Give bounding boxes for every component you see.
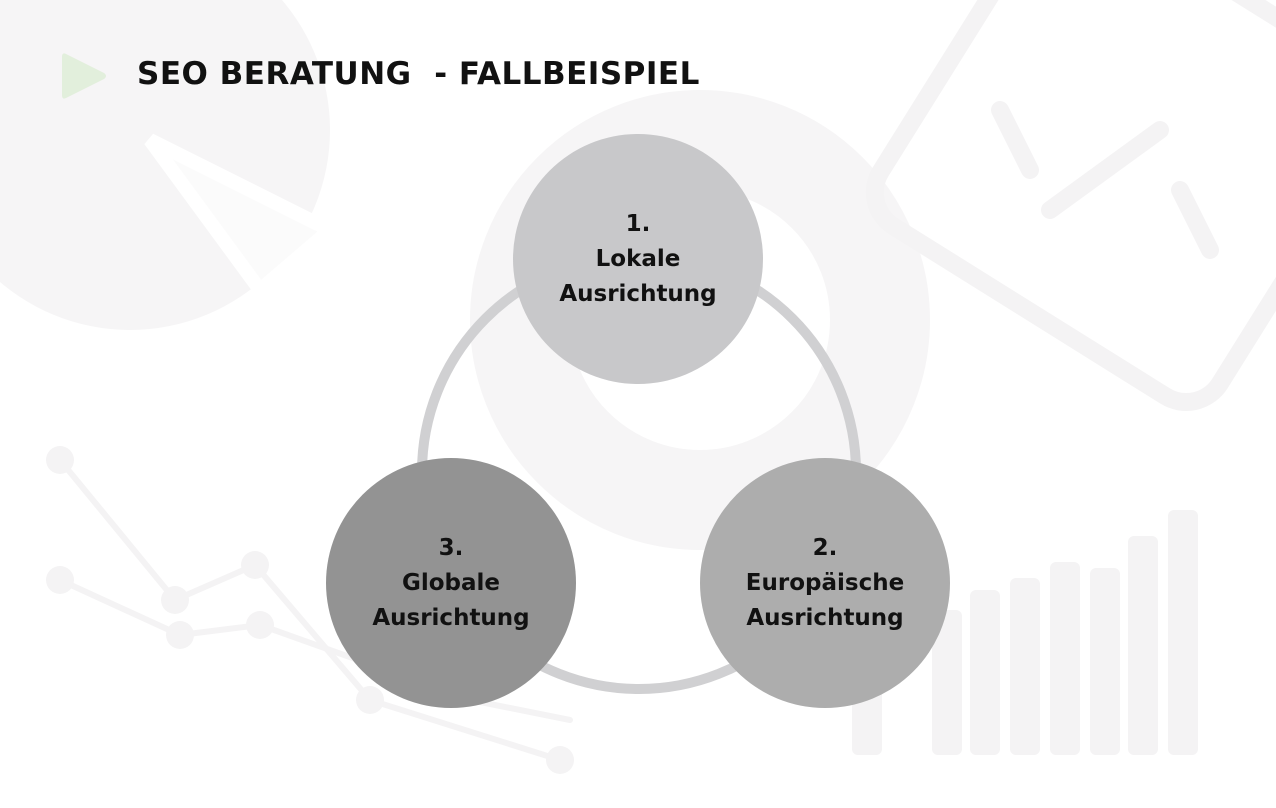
node-label: Ausrichtung: [746, 604, 904, 631]
node-globale-ausrichtung: 3. Globale Ausrichtung: [326, 458, 576, 708]
node-label: Ausrichtung: [559, 280, 717, 307]
node-europaeische-ausrichtung: 2. Europäische Ausrichtung: [700, 458, 950, 708]
node-label: Globale: [401, 569, 501, 596]
node-number: 2.: [812, 534, 838, 561]
node-number: 1.: [625, 210, 651, 237]
node-label: Ausrichtung: [372, 604, 530, 631]
node-label: Europäische: [745, 569, 905, 596]
page-title: SEO BERATUNG - FALLBEISPIEL: [137, 56, 700, 92]
play-icon: [62, 53, 106, 99]
node-lokale-ausrichtung: 1. Lokale Ausrichtung: [513, 134, 763, 384]
node-label: Lokale: [595, 245, 681, 272]
node-number: 3.: [438, 534, 464, 561]
